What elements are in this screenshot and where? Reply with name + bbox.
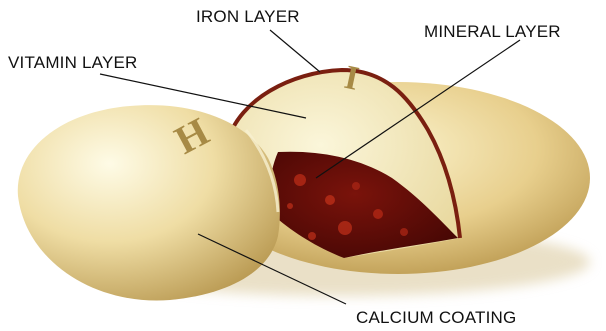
label-vitamin-layer: VITAMIN LAYER — [8, 53, 138, 72]
tablet-left-half: H — [18, 105, 280, 300]
leader-iron-layer — [270, 30, 320, 72]
label-iron-layer: IRON LAYER — [196, 7, 300, 26]
label-calcium-coating: CALCIUM COATING — [356, 308, 516, 327]
label-mineral-layer: MINERAL LAYER — [424, 22, 561, 41]
